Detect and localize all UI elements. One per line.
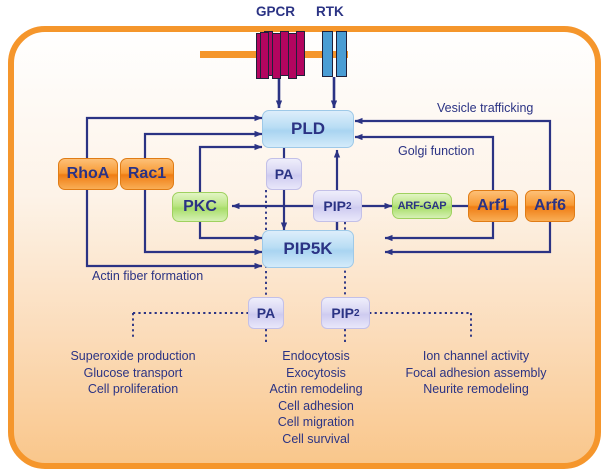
effect-item: Neurite remodeling xyxy=(423,382,529,396)
node-pip2-mid-sub: 2 xyxy=(346,200,352,212)
node-pld-label: PLD xyxy=(291,119,325,138)
effect-item: Endocytosis xyxy=(282,349,350,363)
gpcr-label: GPCR xyxy=(256,4,296,19)
effects-pa-left: Superoxide production Glucose transport … xyxy=(43,348,223,398)
effect-item: Exocytosis xyxy=(286,365,346,380)
node-pkc-label: PKC xyxy=(183,198,217,215)
effects-pip2-right: Ion channel activity Focal adhesion asse… xyxy=(394,348,558,398)
node-arf1[interactable]: Arf1 xyxy=(468,190,518,222)
node-pkc[interactable]: PKC xyxy=(172,192,228,222)
node-pa-top-label: PA xyxy=(274,166,294,182)
left-activation-arrows xyxy=(85,114,263,270)
node-pip2-low-sub: 2 xyxy=(354,307,360,319)
node-pip5k-label: PIP5K xyxy=(283,239,333,258)
node-rac1[interactable]: Rac1 xyxy=(120,158,174,190)
edge-label-golgi-function: Golgi function xyxy=(398,144,475,158)
node-pip2-low-label: PIP xyxy=(331,305,354,321)
node-pa-low-label: PA xyxy=(256,305,276,321)
effect-item: Cell adhesion xyxy=(278,398,354,413)
node-pip2-mid-label: PIP xyxy=(323,198,346,214)
effects-shared-middle: Endocytosis Exocytosis Actin remodeling … xyxy=(240,348,392,447)
edge-label-vesicle-trafficking: Vesicle trafficking xyxy=(437,101,534,115)
rtk-helix xyxy=(336,31,347,77)
node-arf1-label: Arf1 xyxy=(476,197,509,214)
gpcr-helix xyxy=(296,31,305,76)
effect-item: Cell survival xyxy=(282,431,350,446)
effect-item: Glucose transport xyxy=(83,365,183,380)
gpcr-helix xyxy=(260,32,269,79)
node-pa-low[interactable]: PA xyxy=(248,297,284,329)
node-arf6-label: Arf6 xyxy=(533,197,566,214)
node-rhoa-label: RhoA xyxy=(66,165,110,182)
node-arfgap-label: ARF-GAP xyxy=(397,200,447,212)
node-rhoa[interactable]: RhoA xyxy=(58,158,118,190)
node-pip5k[interactable]: PIP5K xyxy=(262,230,354,268)
gpcr-receptor xyxy=(256,31,305,79)
right-feedback-arrows xyxy=(354,117,552,256)
effect-item: Cell migration xyxy=(277,415,355,429)
node-pld[interactable]: PLD xyxy=(262,110,354,148)
effect-item: Ion channel activity xyxy=(422,349,530,363)
rtk-receptor xyxy=(322,31,348,77)
node-arf6[interactable]: Arf6 xyxy=(525,190,575,222)
effect-item: Focal adhesion assembly xyxy=(405,365,547,380)
edge-label-actin-fiber-formation: Actin fiber formation xyxy=(92,269,204,283)
rtk-helix xyxy=(322,31,333,77)
effect-item: Cell proliferation xyxy=(87,382,179,396)
node-arfgap[interactable]: ARF-GAP xyxy=(392,193,452,219)
node-rac1-label: Rac1 xyxy=(127,165,167,182)
receptor-arrows xyxy=(275,77,338,109)
effect-item: Actin remodeling xyxy=(269,382,363,396)
rtk-label: RTK xyxy=(316,4,344,19)
node-pa-top[interactable]: PA xyxy=(266,158,302,190)
effect-item: Superoxide production xyxy=(70,349,196,363)
